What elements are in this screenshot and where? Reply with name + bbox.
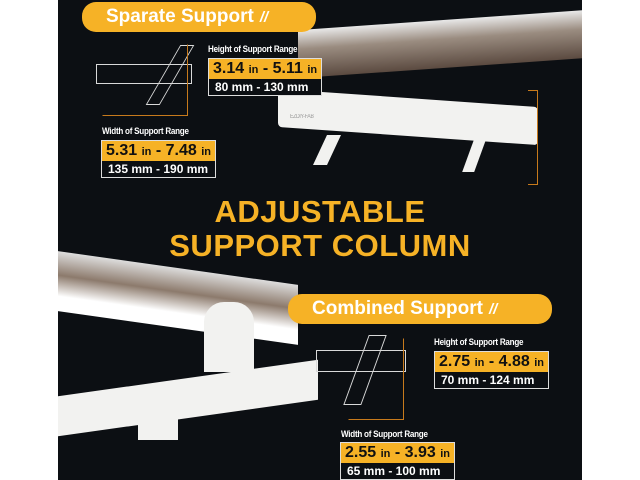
separate-height-inches: 3.14 in - 5.11 in	[209, 59, 322, 79]
cable-bundle	[204, 302, 254, 372]
combined-width-inches: 2.55 in - 3.93 in	[341, 443, 454, 463]
value-min: 2.75	[439, 353, 471, 370]
separate-height-label: Height of Support Range	[208, 44, 298, 55]
value-min: 3.14	[213, 60, 245, 77]
separate-diagram-rail	[96, 64, 192, 84]
combined-support-header: Combined Support //	[288, 294, 552, 324]
support-bracket-top	[278, 88, 538, 146]
unit: in	[474, 357, 485, 369]
value-min: 2.55	[345, 444, 377, 461]
main-title-line2: SUPPORT COLUMN	[169, 228, 471, 263]
separate-width-inches: 5.31 in - 7.48 in	[102, 141, 215, 161]
bracket-leg-bottom	[138, 410, 178, 440]
unit: in	[141, 146, 152, 158]
combined-support-slashes: //	[488, 301, 498, 318]
combined-height-mm: 70 mm - 124 mm	[435, 372, 548, 388]
combined-width-label: Width of Support Range	[341, 429, 428, 440]
value-max: 3.93	[404, 444, 436, 461]
separate-height-mm: 80 mm - 130 mm	[209, 79, 322, 95]
separate-height-value: 3.14 in - 5.11 in 80 mm - 130 mm	[208, 58, 323, 96]
combined-diagram-rail	[316, 350, 406, 372]
unit: in	[307, 64, 318, 76]
combined-support-heading: Combined Support	[312, 298, 483, 319]
range-dash: -	[262, 60, 269, 77]
unit: in	[440, 448, 450, 460]
separate-support-header: Sparate Support //	[82, 2, 316, 32]
range-dash: -	[488, 353, 495, 370]
range-dash: -	[394, 444, 401, 461]
value-max: 4.88	[498, 353, 530, 370]
gpu-top-image	[298, 9, 582, 79]
unit: in	[380, 448, 391, 460]
combined-diagram-outline	[348, 338, 404, 420]
infographic-panel: EZDIY-FAB Sparate Support // Height of Su…	[58, 0, 582, 480]
combined-height-inches: 2.75 in - 4.88 in	[435, 352, 548, 372]
combined-width-mm: 65 mm - 100 mm	[341, 463, 454, 479]
value-max: 5.11	[272, 60, 303, 77]
separate-width-mm: 135 mm - 190 mm	[102, 161, 215, 177]
bracket-leg-left	[313, 135, 341, 165]
combined-height-label: Height of Support Range	[434, 337, 524, 348]
gpu-bottom-image	[58, 251, 298, 345]
combined-width-value: 2.55 in - 3.93 in 65 mm - 100 mm	[340, 442, 455, 480]
combined-height-value: 2.75 in - 4.88 in 70 mm - 124 mm	[434, 351, 549, 389]
separate-diagram-outline	[102, 44, 188, 116]
bracket-leg-right	[462, 140, 486, 172]
support-bracket-bottom	[58, 359, 318, 437]
bracket-brand: EZDIY-FAB	[290, 114, 314, 120]
value-max: 7.48	[165, 142, 197, 159]
unit: in	[201, 146, 211, 158]
separate-support-slashes: //	[259, 9, 269, 26]
separate-width-label: Width of Support Range	[102, 126, 189, 137]
height-dimension-top	[528, 90, 538, 185]
range-dash: -	[155, 142, 162, 159]
unit: in	[248, 64, 259, 76]
unit: in	[534, 357, 544, 369]
separate-width-value: 5.31 in - 7.48 in 135 mm - 190 mm	[101, 140, 216, 178]
main-title-line1: ADJUSTABLE	[214, 194, 426, 229]
separate-support-heading: Sparate Support	[106, 6, 254, 27]
value-min: 5.31	[106, 142, 138, 159]
